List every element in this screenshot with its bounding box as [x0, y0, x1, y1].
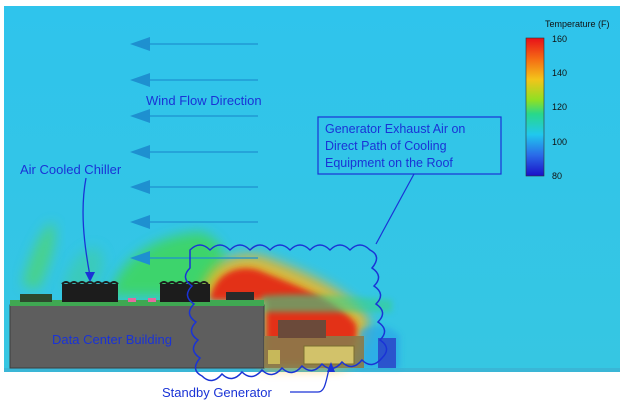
wind-arrow [130, 251, 258, 265]
scale-colorbar [525, 37, 545, 177]
plume-roof-green [262, 294, 392, 312]
rooftop-unit-right [226, 292, 254, 300]
chiller-unit-2 [160, 284, 210, 302]
generator-small-unit [268, 350, 280, 364]
data-center-building-label: Data Center Building [52, 332, 172, 347]
temperature-scale: Temperature (F) 160 140 120 100 80 [525, 19, 610, 181]
chiller-unit-1 [62, 284, 118, 302]
right-outbuilding [378, 338, 396, 368]
generator-arrow-head [327, 362, 335, 372]
rooftop-pink-1 [128, 298, 136, 302]
scale-tick-label: 140 [552, 68, 567, 78]
standby-generator-unit [303, 345, 355, 365]
scale-title: Temperature (F) [545, 19, 610, 29]
chiller-leader-arrow [82, 177, 91, 277]
chiller-fan-tops-2 [159, 281, 209, 286]
scale-tick-label: 100 [552, 137, 567, 147]
plume-green-middle [110, 232, 224, 296]
wind-arrow [130, 145, 258, 159]
plume-left [22, 222, 56, 290]
exhaust-cloud-outline [184, 244, 388, 382]
rooftop-equipment [20, 281, 254, 302]
rooftop-pink-2 [148, 298, 156, 302]
callout-box [317, 116, 502, 175]
rooftop-unit-left [20, 294, 52, 302]
wind-flow-label: Wind Flow Direction [146, 93, 262, 108]
wind-arrows [130, 37, 258, 265]
chiller-arrow-head [85, 272, 95, 282]
callout-leader [375, 173, 415, 245]
scale-tick-label: 80 [552, 171, 562, 181]
wind-arrow [130, 180, 258, 194]
wind-arrow [130, 73, 258, 87]
standby-generator-label: Standby Generator [162, 385, 273, 400]
air-cooled-chiller-label: Air Cooled Chiller [20, 162, 122, 177]
data-center-building [9, 304, 265, 369]
callout-line-2: Direct Path of Cooling [325, 139, 447, 153]
wind-arrow [130, 109, 258, 123]
scale-tick-label: 160 [552, 34, 567, 44]
exhaust-stack-block [278, 320, 326, 338]
callout-line-3: Equipment on the Roof [325, 156, 453, 170]
roof-parapet [10, 300, 264, 306]
callout-line-1: Generator Exhaust Air on [325, 122, 465, 136]
plume-chiller-left [62, 247, 104, 292]
scale-tick-label: 120 [552, 102, 567, 112]
wind-arrow [130, 215, 258, 229]
wind-arrow [130, 37, 258, 51]
